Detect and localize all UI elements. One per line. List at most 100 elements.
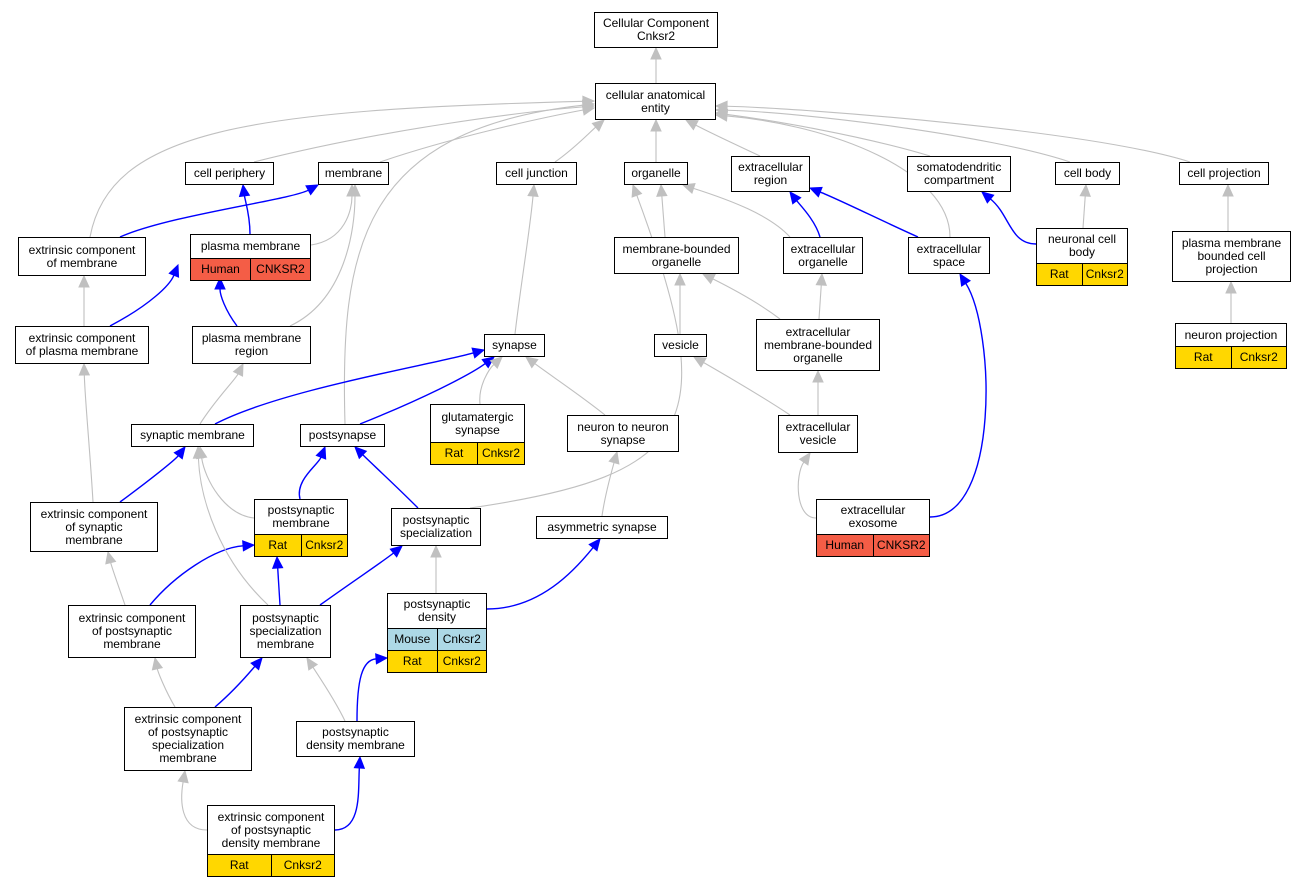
- arrowhead-icon: [306, 656, 319, 671]
- node-label: neuronal cell body: [1047, 232, 1117, 259]
- edge-extracellular-region-to-cae: [695, 124, 761, 157]
- arrowhead-icon: [192, 445, 205, 459]
- arrowhead-icon: [353, 755, 366, 769]
- edge-ec-space-to-extracellular-region: [819, 191, 919, 238]
- node-label: extracellular exosome: [840, 503, 906, 530]
- node-ec-vesicle: extracellular vesicle: [778, 415, 858, 453]
- node-ec-organelle: extracellular organelle: [783, 237, 863, 274]
- edge-pm-region-to-membrane: [289, 195, 356, 327]
- node-label: plasma membrane bounded cell projection: [1181, 236, 1282, 276]
- edge-plasma-membrane-to-membrane: [310, 195, 353, 246]
- node-label: extrinsic component of membrane: [28, 242, 136, 270]
- edge-ps-spec-membrane-to-synaptic-membrane: [197, 457, 269, 606]
- node-ext-comp-psd-membrane: extrinsic component of postsynaptic dens…: [207, 805, 335, 877]
- edge-neuronal-cell-body-to-cell-body: [1082, 195, 1086, 229]
- node-cell-body: cell body: [1055, 162, 1120, 185]
- arrowhead-icon: [78, 274, 90, 288]
- edge-ext-comp-synaptic-to-ext-comp-pm: [83, 374, 94, 503]
- species-cell: Human: [201, 262, 240, 276]
- arrowhead-icon: [168, 263, 180, 278]
- arrowhead-icon: [812, 369, 824, 383]
- edge-ext-comp-membrane-to-membrane: [119, 189, 309, 238]
- node-label: extrinsic component of postsynaptic memb…: [78, 611, 186, 651]
- node-label: extracellular space: [916, 241, 982, 269]
- node-ext-comp-ps-membrane: extrinsic component of postsynaptic memb…: [68, 605, 196, 658]
- edge-ext-comp-synaptic-to-synaptic-membrane: [119, 455, 179, 503]
- arrowhead-icon: [271, 555, 284, 569]
- node-label: neuron projection: [1184, 327, 1278, 342]
- arrowhead-icon: [471, 347, 486, 359]
- edge-pm-region-to-plasma-membrane: [219, 288, 238, 327]
- node-label: cell periphery: [193, 166, 266, 180]
- node-synaptic-membrane: synaptic membrane: [131, 424, 254, 447]
- node-label: plasma membrane region: [201, 331, 302, 358]
- edge-cell-projection-to-cae: [726, 105, 1191, 163]
- edge-somatodendritic-to-cae: [726, 113, 931, 157]
- arrowhead-icon: [656, 183, 668, 197]
- edge-ps-density-membrane-to-ps-spec-membrane: [312, 666, 346, 722]
- arrowhead-icon: [714, 100, 728, 113]
- arrowhead-icon: [1225, 280, 1237, 294]
- gene-cell: Cnksr2: [436, 629, 487, 650]
- node-ps-specialization: postsynaptic specialization: [391, 508, 481, 546]
- node-label: extrinsic component of postsynaptic dens…: [217, 809, 325, 850]
- edge-plasma-membrane-to-cell-periphery: [243, 195, 251, 235]
- arrowhead-icon: [692, 356, 707, 368]
- species-cell: Rat: [268, 538, 288, 552]
- node-pm-region: plasma membrane region: [192, 326, 311, 364]
- node-ps-density-membrane: postsynaptic density membrane: [296, 721, 415, 757]
- edge-ext-comp-ps-spec-membrane-to-ext-comp-ps-membrane: [156, 668, 176, 708]
- node-label: asymmetric synapse: [547, 520, 657, 534]
- node-label: postsynaptic specialization membrane: [249, 611, 322, 651]
- edge-postsynapse-to-cae: [343, 104, 584, 425]
- edge-cell-periphery-to-cae: [253, 106, 584, 163]
- node-organelle: organelle: [624, 162, 688, 185]
- arrowhead-icon: [214, 276, 226, 290]
- node-label: Cellular Component Cnksr2: [602, 16, 710, 43]
- arrowhead-icon: [701, 273, 716, 285]
- edge-n2n-synapse-to-synapse: [534, 363, 606, 416]
- species-cell: Human: [825, 538, 865, 552]
- arrowhead-icon: [815, 272, 827, 286]
- arrowhead-icon: [250, 657, 263, 671]
- arrowhead-icon: [232, 362, 244, 377]
- edge-synaptic-membrane-to-synapse: [214, 352, 474, 425]
- node-label: somatodendritic compartment: [916, 160, 1002, 187]
- edge-mb-organelle-to-organelle: [661, 195, 666, 238]
- node-label: postsynapse: [308, 428, 377, 442]
- arrowhead-icon: [674, 272, 686, 286]
- arrowhead-icon: [430, 544, 442, 558]
- node-label: neuron to neuron synapse: [577, 419, 669, 447]
- arrowhead-icon: [631, 183, 643, 198]
- arrowhead-icon: [684, 119, 699, 131]
- arrowhead-icon: [315, 445, 327, 460]
- species-row: Human CNKSR2: [191, 258, 310, 280]
- arrowhead-icon: [714, 110, 728, 122]
- edge-ps-density-to-asym-synapse: [486, 547, 594, 610]
- edge-ec-exosome-to-ec-vesicle: [797, 461, 817, 519]
- species-cell: Rat: [444, 446, 464, 460]
- edge-ext-comp-ps-membrane-to-ps-membrane: [149, 545, 244, 606]
- edge-postsynapse-to-synapse: [359, 363, 486, 425]
- species-cell: Rat: [402, 654, 422, 668]
- node-extracellular-region: extracellular region: [731, 156, 810, 192]
- arrowhead-icon: [173, 446, 186, 460]
- arrowhead-icon: [650, 46, 662, 60]
- node-root: Cellular Component Cnksr2: [594, 12, 718, 48]
- edge-ec-mb-organelle-to-mb-organelle: [712, 278, 781, 320]
- edge-ec-vesicle-to-vesicle: [703, 362, 791, 416]
- gene-cell: CNKSR2: [250, 259, 310, 280]
- node-cell-periphery: cell periphery: [185, 162, 274, 185]
- node-cae: cellular anatomical entity: [595, 83, 716, 120]
- node-vesicle: vesicle: [654, 334, 707, 357]
- arrowhead-icon: [105, 550, 117, 565]
- node-label: extrinsic component of synaptic membrane: [40, 506, 148, 547]
- edge-ext-comp-psd-membrane-to-ext-comp-ps-spec-membrane: [181, 781, 208, 831]
- node-ec-space: extracellular space: [908, 237, 990, 274]
- edge-glutamatergic-to-synapse: [479, 364, 495, 405]
- node-label: cell body: [1063, 166, 1112, 180]
